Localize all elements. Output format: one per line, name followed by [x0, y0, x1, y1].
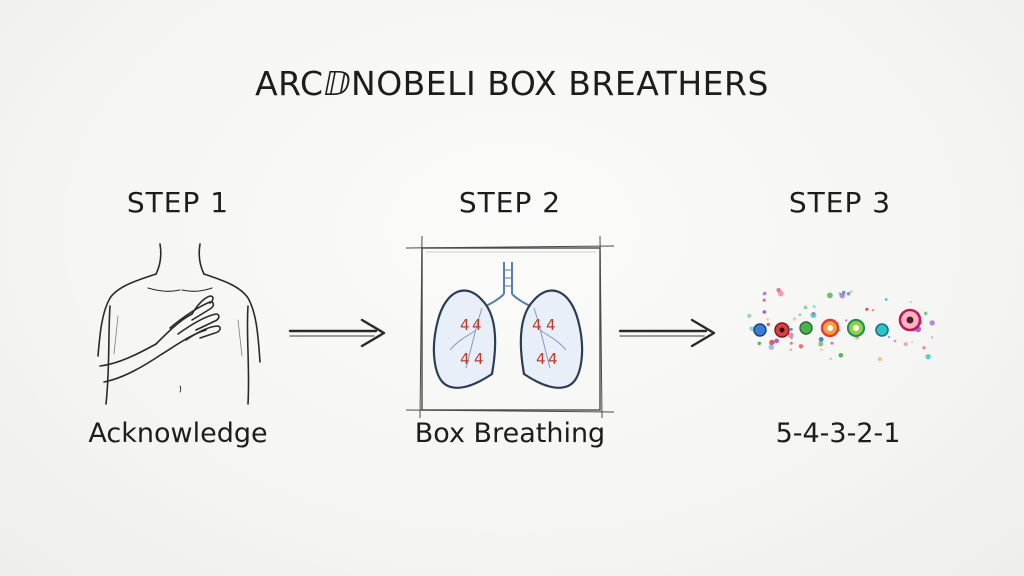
sensory-dot: [789, 327, 793, 331]
sensory-dot: [803, 305, 808, 310]
sensory-dot: [838, 353, 844, 358]
sensory-dot: [829, 357, 832, 360]
sensory-dot: [845, 319, 848, 322]
sensory-dot: [925, 354, 931, 360]
sensory-dot: [909, 301, 912, 303]
diagram-title: ARCⅅNOBELI BOX BREATHERS: [255, 64, 769, 103]
sensory-dot: [871, 309, 875, 312]
sensory-dot: [865, 307, 869, 311]
sensory-dot: [812, 314, 815, 317]
sensory-dot: [790, 337, 793, 340]
step-1-caption: Acknowledge: [88, 418, 268, 449]
sensory-dot: [777, 290, 784, 297]
arrow-right-icon: [618, 318, 716, 348]
step-2-caption: Box Breathing: [414, 418, 606, 449]
step-3-caption: 5-4-3-2-1: [775, 418, 901, 449]
hand-on-chest-icon: [97, 243, 261, 405]
lung-label: 4: [474, 350, 484, 368]
sensory-dot: [798, 344, 804, 349]
sensory-dot: [812, 311, 815, 315]
step-1-label: STEP 1: [126, 186, 230, 219]
lung-label: 4: [536, 350, 546, 368]
sensory-dot: [762, 310, 767, 314]
sensory-dot: [763, 291, 767, 296]
step-3-label: STEP 3: [788, 186, 892, 219]
sensory-dot: [929, 320, 935, 326]
sensory-dot: [818, 341, 824, 347]
lung-numbers: 4 4 4 4 4 4 4 4: [460, 316, 558, 368]
sensory-dot: [788, 332, 794, 338]
sensory-dot: [931, 336, 934, 339]
sensory-dot: [818, 337, 824, 342]
lung-label: 4: [460, 350, 470, 368]
sensory-dot: [922, 346, 926, 350]
sensory-dot: [757, 341, 762, 346]
lung-label: 4: [460, 316, 470, 334]
sensory-dot: [789, 341, 793, 345]
sensory-dot: [827, 292, 833, 299]
sensory-dot: [888, 335, 891, 339]
sensory-dot: [830, 341, 834, 345]
lung-label: 4: [546, 316, 556, 334]
sensory-dot: [747, 313, 752, 318]
sensory-dot: [911, 341, 913, 343]
sensory-dot: [884, 298, 888, 301]
step-2-label: STEP 2: [458, 186, 562, 219]
sensory-dot: [749, 326, 755, 332]
sensory-dot: [766, 322, 770, 327]
sensory-dot: [837, 322, 840, 324]
sensory-dot: [877, 357, 882, 362]
lung-label: 4: [472, 316, 482, 334]
lungs-box-icon: [405, 235, 615, 419]
sensory-dot: [792, 317, 797, 321]
lung-label: 4: [548, 350, 558, 368]
sensory-dot: [812, 305, 816, 309]
sensory-dot: [923, 311, 928, 316]
sensory-dot: [789, 348, 792, 351]
sensory-dot: [766, 317, 769, 321]
sensory-dot: [768, 344, 775, 350]
sensory-dot: [774, 338, 779, 344]
lung-label: 4: [532, 316, 542, 334]
sensory-dots-icon: [747, 287, 935, 362]
arrow-right-icon: [288, 318, 386, 348]
sensory-dot: [798, 313, 802, 317]
sensory-dot: [846, 292, 851, 296]
sensory-dot: [849, 290, 853, 294]
sensory-dot: [762, 298, 766, 302]
sensory-dot: [839, 293, 845, 299]
sensory-dot: [820, 348, 823, 351]
sensory-dot: [769, 339, 775, 346]
sensory-dot: [893, 339, 897, 343]
sensory-dot: [903, 342, 908, 347]
